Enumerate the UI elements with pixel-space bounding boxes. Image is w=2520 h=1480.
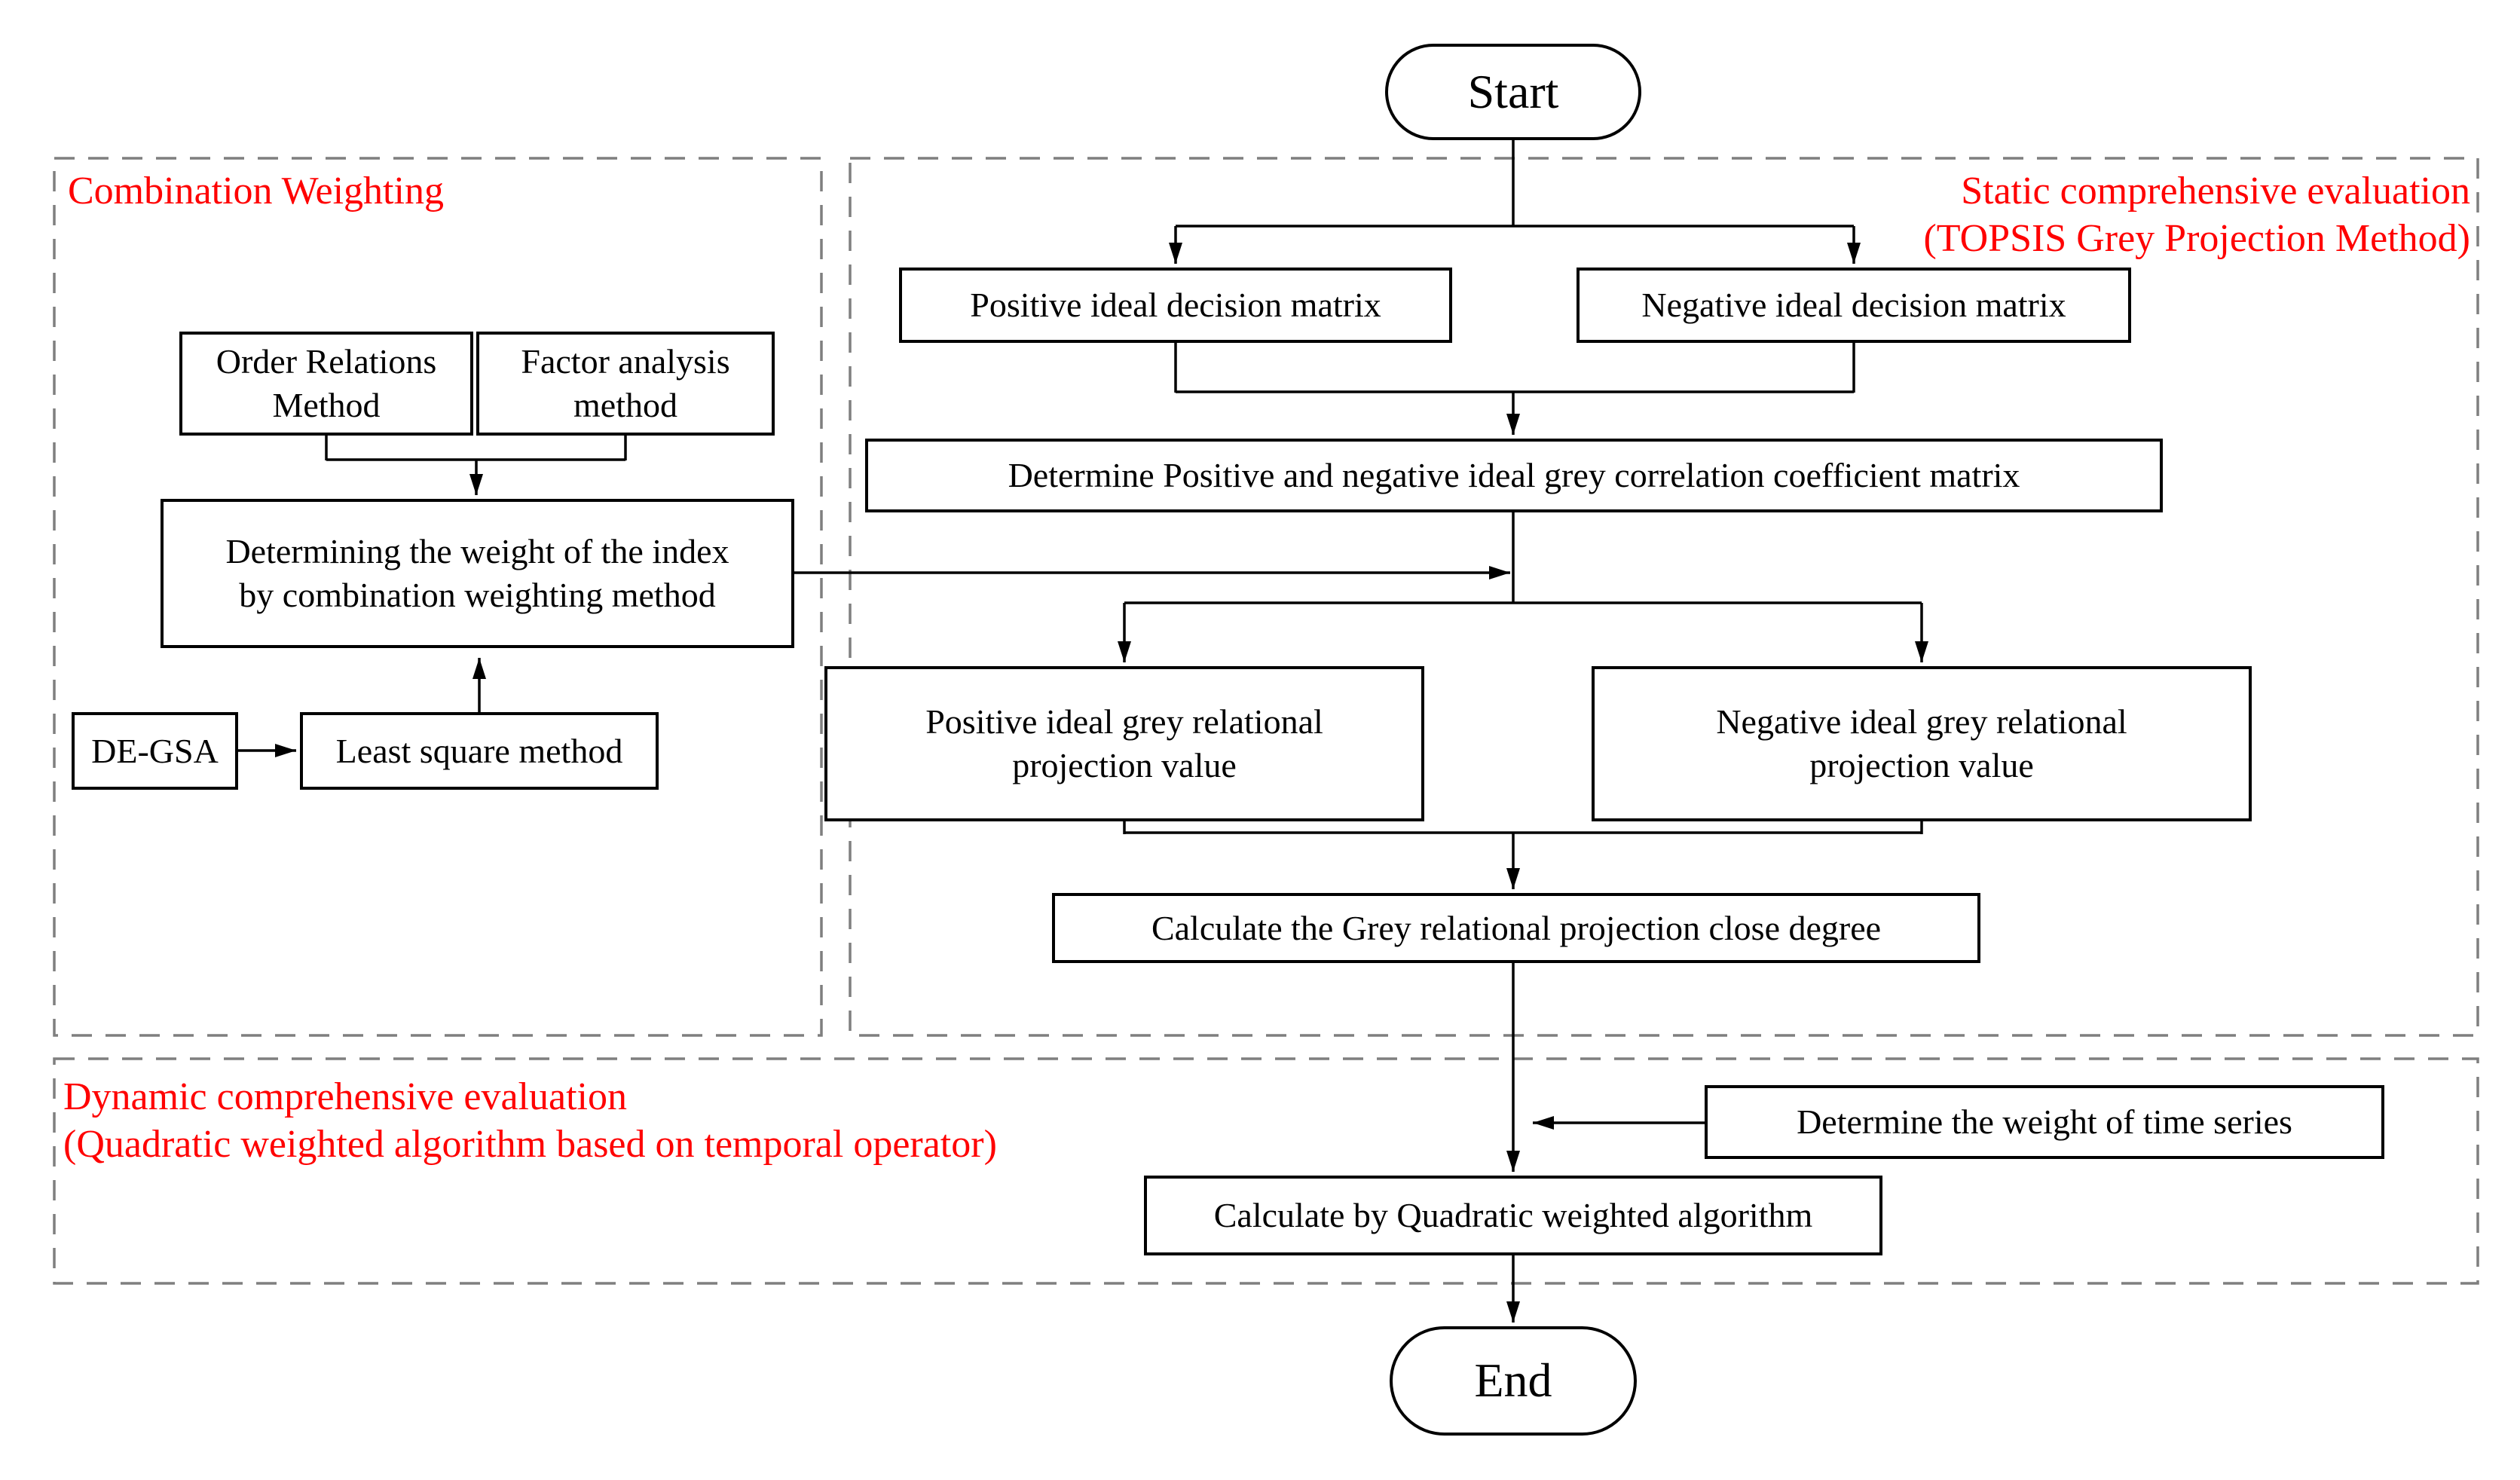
node-close-degree: Calculate the Grey relational projection… [1052, 893, 1980, 963]
node-de-gsa: DE-GSA [72, 712, 238, 790]
connector-lines [238, 140, 1928, 1323]
node-start: Start [1385, 44, 1641, 140]
region-borders [53, 157, 2479, 1285]
region-label-dynamic: Dynamic comprehensive evaluation (Quadra… [63, 1075, 997, 1167]
node-determine-correlation-matrix: Determine Positive and negative ideal gr… [865, 439, 2163, 512]
region-static-border [849, 157, 2479, 1037]
node-least-square-method: Least square method [300, 712, 659, 790]
node-order-relations-method: Order Relations Method [179, 332, 473, 436]
node-positive-ideal-decision-matrix: Positive ideal decision matrix [899, 268, 1452, 343]
node-negative-ideal-decision-matrix: Negative ideal decision matrix [1577, 268, 2131, 343]
node-factor-analysis-method: Factor analysis method [476, 332, 775, 436]
node-positive-ideal-projection-value: Positive ideal grey relational projectio… [824, 666, 1424, 821]
region-label-combination: Combination Weighting [68, 170, 444, 213]
node-negative-ideal-projection-value: Negative ideal grey relational projectio… [1592, 666, 2252, 821]
node-determine-weight-index: Determining the weight of the index by c… [161, 499, 794, 648]
node-time-series-weight: Determine the weight of time series [1705, 1085, 2384, 1159]
region-label-static: Static comprehensive evaluation (TOPSIS … [1923, 170, 2470, 261]
node-end: End [1390, 1326, 1637, 1436]
node-quadratic-weighted-algorithm: Calculate by Quadratic weighted algorith… [1144, 1176, 1882, 1255]
region-combination-border [53, 157, 823, 1037]
